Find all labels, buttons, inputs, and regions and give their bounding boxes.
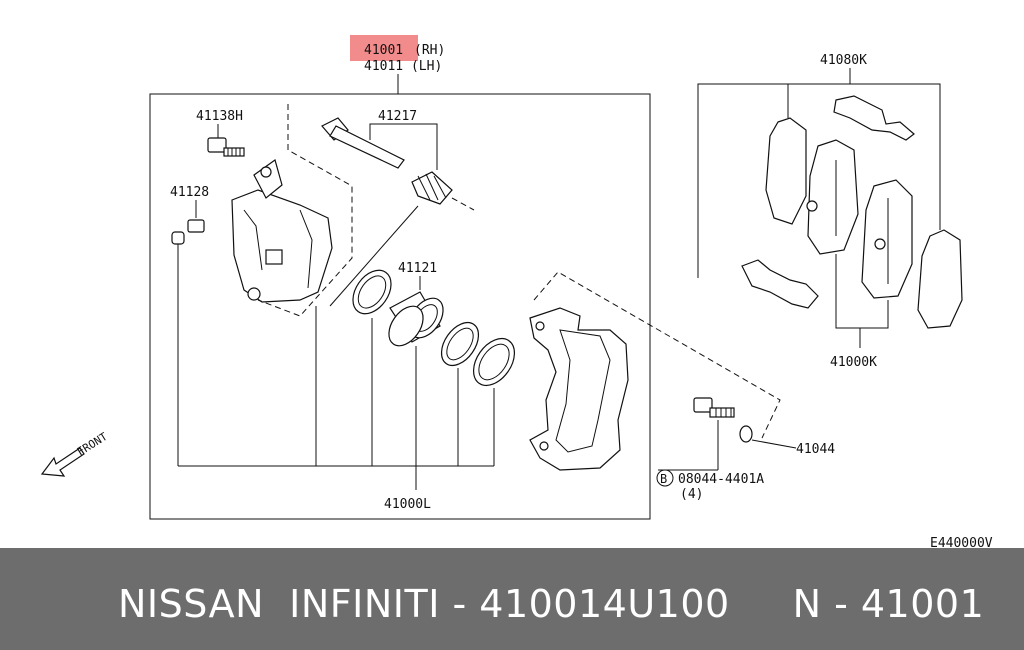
label-41001: 41001 [364, 43, 403, 58]
pad-shim-inner [917, 229, 963, 329]
bleeder-screw-41128 [171, 219, 205, 466]
caliper-body [231, 159, 333, 303]
label-41011-lh: 41011 (LH) [364, 59, 442, 74]
diagram-code: E440000V [930, 536, 993, 548]
pad-shim-outer [765, 84, 807, 225]
caliper-assembly-box [149, 93, 651, 520]
brake-pad-inner [861, 179, 913, 299]
part-number-caption: NISSAN INFINITI - 410014U100 N - 41001 [118, 582, 985, 626]
part-footer-bar: NISSAN INFINITI - 410014U100 N - 41001 [0, 548, 1024, 650]
brake-pad-outer [806, 139, 859, 255]
label-41138h: 41138H [196, 109, 243, 124]
guide-pin-41217 [321, 117, 475, 211]
bolt-marker-letter: B [660, 472, 667, 486]
label-41044: 41044 [796, 442, 835, 457]
label-bolt-qty: (4) [680, 487, 703, 502]
front-arrow-icon [40, 447, 85, 477]
part-highlight [350, 35, 418, 61]
label-08044-4401a: 08044-4401A [678, 472, 764, 487]
label-41000l: 41000L [384, 497, 431, 512]
label-41121: 41121 [398, 261, 437, 276]
washer-41044 [739, 425, 797, 449]
label-41217: 41217 [378, 109, 417, 124]
anti-rattle-clip-upper [833, 95, 915, 141]
label-41000k: 41000K [830, 355, 877, 370]
label-41001-rh: (RH) [414, 43, 445, 58]
caliper-mounting-bracket [529, 307, 629, 471]
piston-41121 [388, 291, 444, 466]
piston-seal-ring [352, 269, 392, 466]
anti-rattle-clip-lower [741, 259, 819, 309]
bolt-marker-circle [656, 469, 674, 487]
label-front: FRONT [75, 430, 110, 459]
mounting-bolt-08044 [658, 397, 735, 471]
label-41080k: 41080K [820, 53, 867, 68]
dust-boot-ring [440, 321, 480, 466]
retaining-ring [472, 337, 516, 466]
guide-bolt-41138h [207, 137, 245, 157]
label-41128: 41128 [170, 185, 209, 200]
parts-diagram: 41001 (RH) 41011 (LH) 41138H 41217 41128… [40, 35, 993, 548]
